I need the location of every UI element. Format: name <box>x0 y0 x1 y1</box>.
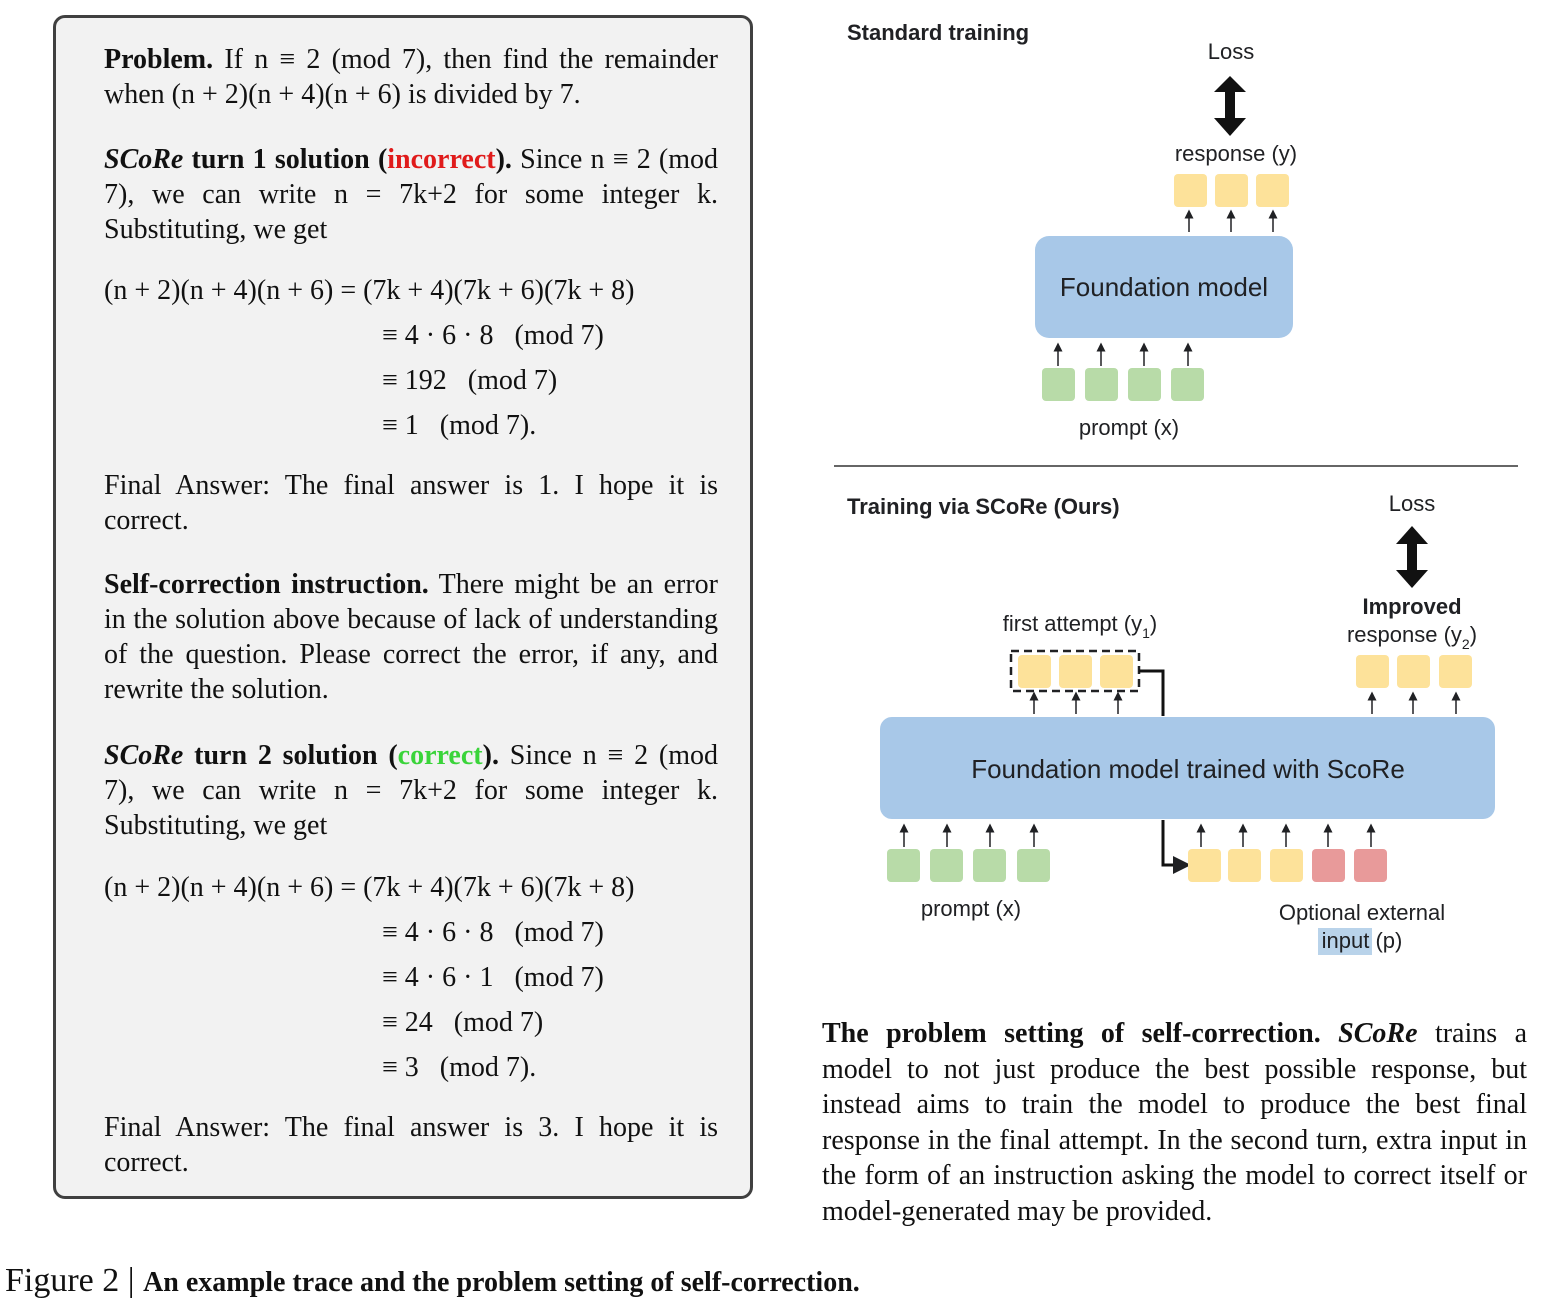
diagram-caption-bold: The problem setting of self-correction. <box>822 1018 1321 1049</box>
response-token <box>1397 655 1430 688</box>
figure-label: Figure 2 | <box>5 1262 135 1299</box>
turn2-math-line-2: ≡ 4 · 6 · 8 (mod 7) <box>382 917 604 948</box>
turn2-math-line-4: ≡ 24 (mod 7) <box>382 1007 544 1038</box>
external-input-label-line2: input (p) <box>1322 928 1403 953</box>
instruction-paragraph: Self-correction instruction. There might… <box>104 567 718 707</box>
external-input-token <box>1312 849 1345 882</box>
first-attempt-tokens <box>1018 655 1133 688</box>
response-token <box>1215 174 1248 207</box>
improved-response-tokens <box>1356 655 1472 688</box>
standard-training-title: Standard training <box>847 20 1029 45</box>
score-prompt-tokens <box>887 849 1050 882</box>
standard-prompt-label: prompt (x) <box>1079 415 1179 440</box>
training-diagram: Standard training Loss response (y) Foun… <box>834 20 1518 955</box>
response-token <box>1256 174 1289 207</box>
score-training-title: Training via SCoRe (Ours) <box>847 494 1120 519</box>
improved-label: Improved <box>1362 594 1461 619</box>
diagram-caption-text: trains a model to not just produce the b… <box>822 1018 1528 1227</box>
improved-response-label: response (y2) <box>1347 622 1477 652</box>
response-token <box>1270 849 1303 882</box>
prompt-token <box>973 849 1006 882</box>
feedback-connector-bottom <box>1161 820 1191 874</box>
turn1-math-line-2: ≡ 4 · 6 · 8 (mod 7) <box>382 320 604 351</box>
score-loss-arrow-icon <box>1396 526 1428 588</box>
turn2-close: ). <box>482 740 499 771</box>
standard-input-arrows <box>1053 342 1193 366</box>
response-token <box>1059 655 1092 688</box>
turn1-text: Since n ≡ 2 (mod 7), we can write n = 7k… <box>104 144 718 245</box>
turn1-close: ). <box>495 144 512 175</box>
example-trace-box: Problem. If n ≡ 2 (mod 7), then find the… <box>53 15 753 1199</box>
prompt-token <box>887 849 920 882</box>
standard-prompt-tokens <box>1042 368 1204 401</box>
response-token <box>1018 655 1051 688</box>
first-attempt-label: first attempt (y1) <box>1003 611 1157 641</box>
response-token <box>1188 849 1221 882</box>
response-token <box>1174 174 1207 207</box>
turn2-math-line-1: (n + 2)(n + 4)(n + 6) = (7k + 4)(7k + 6)… <box>104 872 635 903</box>
prompt-token <box>1128 368 1161 401</box>
score-context-tokens <box>1188 849 1387 882</box>
turn2-model-name: SCoRe <box>104 740 184 771</box>
diagram-caption: The problem setting of self-correction. … <box>822 1016 1527 1229</box>
turn1-math-line-1: (n + 2)(n + 4)(n + 6) = (7k + 4)(7k + 6)… <box>104 275 635 306</box>
prompt-token <box>930 849 963 882</box>
turn2-paragraph: SCoRe turn 2 solution (correct). Since n… <box>104 738 718 843</box>
standard-output-arrows <box>1184 209 1278 232</box>
turn2-status: correct <box>397 740 483 771</box>
turn2-text: Since n ≡ 2 (mod 7), we can write n = 7k… <box>104 740 718 841</box>
score-input-arrows <box>899 823 1376 847</box>
turn2-final-answer: Final Answer: The final answer is 3. I h… <box>104 1112 718 1178</box>
response-token <box>1100 655 1133 688</box>
prompt-token <box>1042 368 1075 401</box>
external-input-token <box>1354 849 1387 882</box>
prompt-token <box>1171 368 1204 401</box>
external-input-highlight <box>1318 928 1372 955</box>
prompt-token <box>1085 368 1118 401</box>
instruction-text: There might be an error in the solution … <box>104 569 718 705</box>
turn1-paragraph: SCoRe turn 1 solution (incorrect). Since… <box>104 142 718 247</box>
score-prompt-label: prompt (x) <box>921 896 1021 921</box>
instruction-label: Self-correction instruction. <box>104 569 429 600</box>
score-model-label: Foundation model trained with ScoRe <box>971 754 1405 784</box>
turn2-label: turn 2 solution ( <box>183 740 398 771</box>
turn1-math-line-3: ≡ 192 (mod 7) <box>382 365 558 396</box>
standard-response-label: response (y) <box>1175 141 1297 166</box>
problem-label: Problem. <box>104 44 214 75</box>
feedback-connector-top <box>1139 669 1165 716</box>
standard-loss-arrow-icon <box>1214 76 1246 136</box>
diagram-caption-model: SCoRe <box>1338 1018 1418 1049</box>
response-token <box>1356 655 1389 688</box>
figure-caption: Figure 2 | An example trace and the prob… <box>5 1262 860 1300</box>
figure-caption-text: An example trace and the problem setting… <box>143 1267 860 1298</box>
score-output-arrows <box>1029 691 1461 714</box>
standard-model-label: Foundation model <box>1060 272 1268 302</box>
turn1-model-name: SCoRe <box>104 144 184 175</box>
prompt-token <box>1017 849 1050 882</box>
response-token <box>1228 849 1261 882</box>
standard-loss-label: Loss <box>1208 39 1254 64</box>
score-model-box <box>880 717 1495 819</box>
turn1-status: incorrect <box>387 144 496 175</box>
turn2-math-line-3: ≡ 4 · 6 · 1 (mod 7) <box>382 962 604 993</box>
external-input-label-line1: Optional external <box>1279 900 1445 925</box>
problem-text: If n ≡ 2 (mod 7), then find the remainde… <box>104 44 719 110</box>
turn1-label: turn 1 solution ( <box>183 144 388 175</box>
standard-model-box <box>1035 236 1293 338</box>
turn1-math-line-4: ≡ 1 (mod 7). <box>382 410 537 441</box>
turn1-final-answer: Final Answer: The final answer is 1. I h… <box>104 470 718 536</box>
problem-paragraph: Problem. If n ≡ 2 (mod 7), then find the… <box>104 42 718 112</box>
score-loss-label: Loss <box>1389 491 1435 516</box>
standard-response-tokens <box>1174 174 1289 207</box>
turn2-math-line-5: ≡ 3 (mod 7). <box>382 1052 537 1083</box>
response-token <box>1439 655 1472 688</box>
